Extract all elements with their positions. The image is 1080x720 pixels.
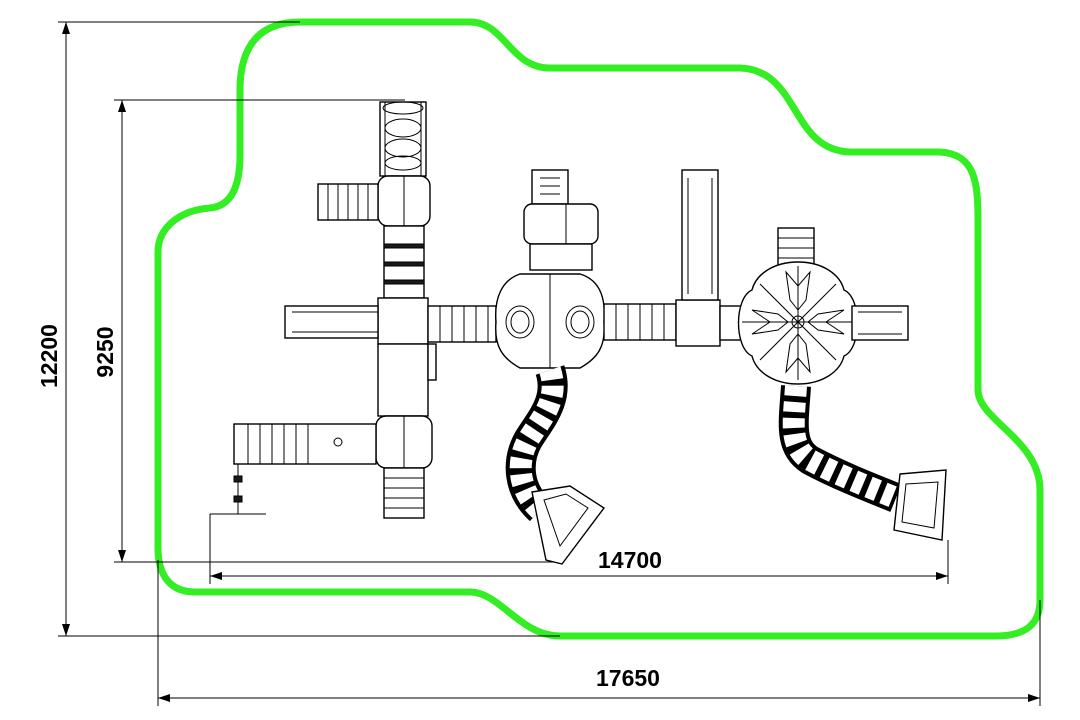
left-tower [210,101,497,519]
dimension-overall-width: 17650 [157,560,1041,706]
dimension-equipment-width: 14700 [209,514,949,584]
right-tower [737,227,909,385]
center-tower [495,169,745,369]
safety-zone-outline [154,18,1044,640]
tube-slide-right [778,385,947,541]
dimension-overall-depth: 12200 [36,21,560,637]
bridge-rungs-lower-left [247,424,309,464]
dimension-label-12200: 12200 [36,324,62,388]
dimension-label-9250: 9250 [92,326,118,377]
dimension-label-14700: 14700 [598,547,662,573]
dimension-equipment-depth: 9250 [92,99,560,563]
tube-slide-center [505,365,606,565]
dimension-label-17650: 17650 [596,665,660,691]
slide-exit-center [531,485,606,565]
bridge-rungs-upper-left [327,184,369,220]
spiral-climber [379,101,427,177]
slide-exit-right [893,469,947,541]
